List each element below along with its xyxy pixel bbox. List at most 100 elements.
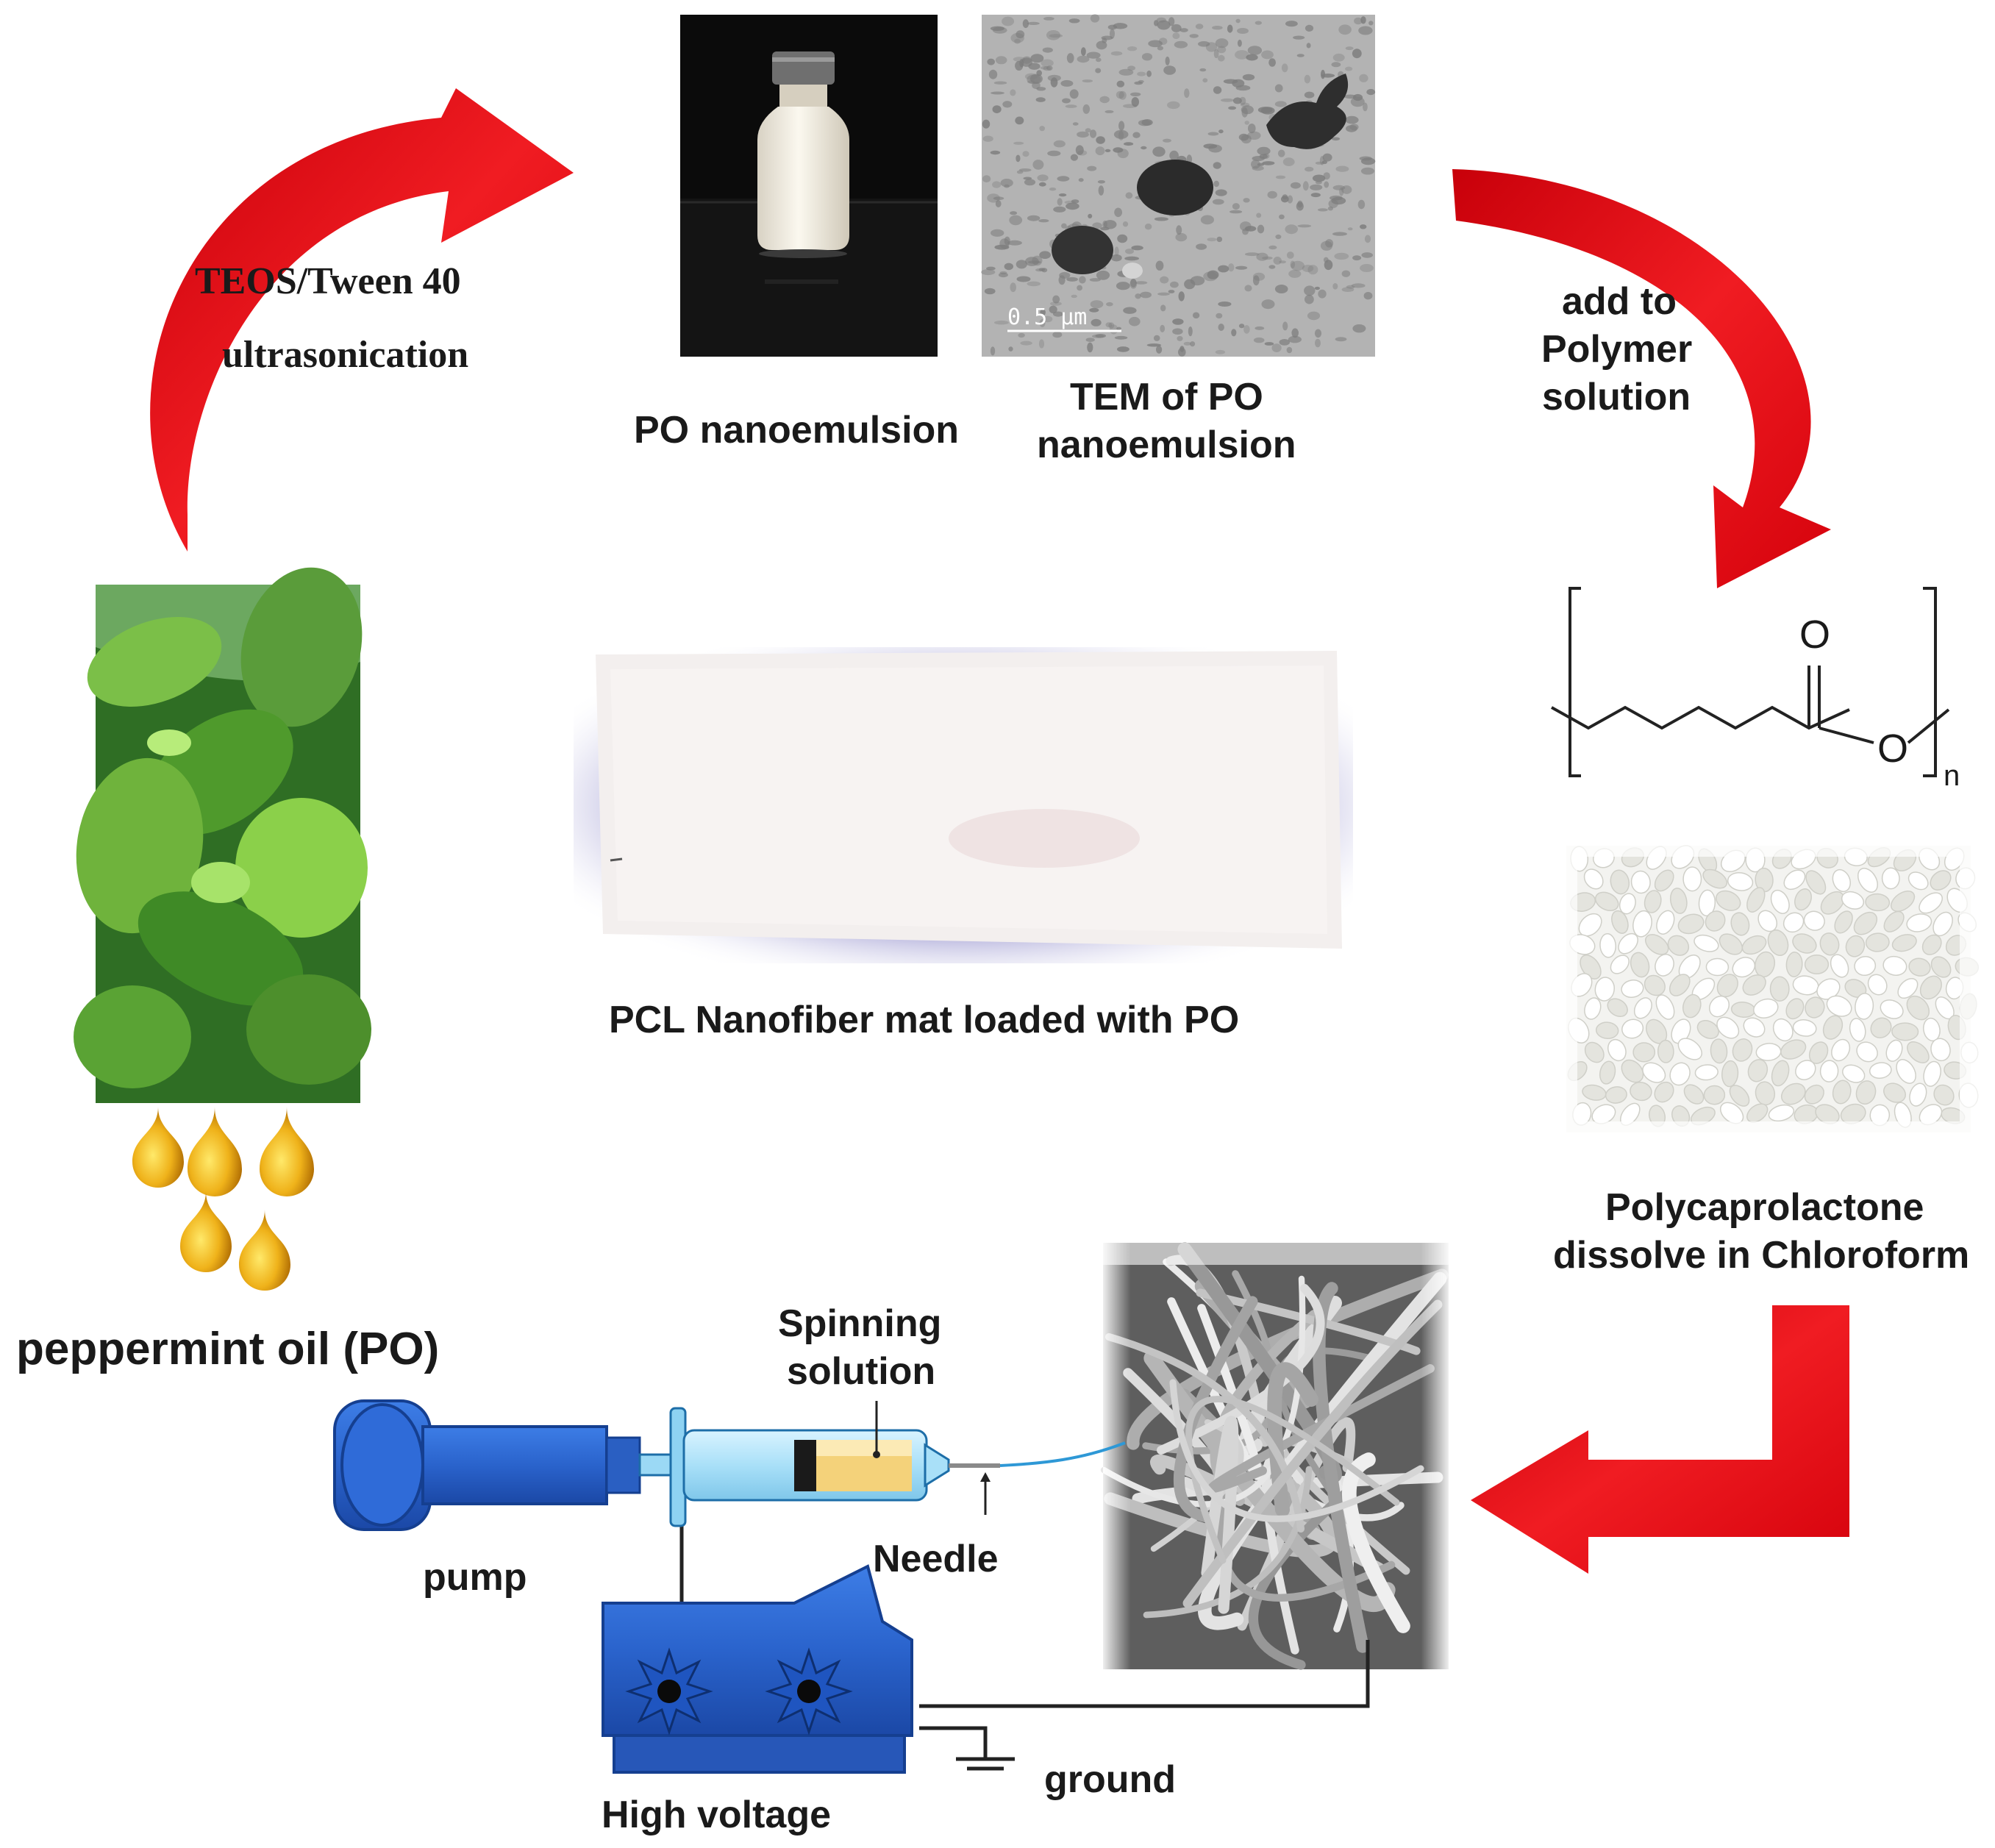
- tem-particle: [1099, 96, 1110, 104]
- pellet: [1805, 870, 1827, 895]
- tem-particle: [1279, 260, 1286, 264]
- tem-particle: [1223, 79, 1238, 84]
- tem-particle: [991, 229, 1004, 237]
- tem-particle: [1218, 302, 1232, 307]
- pellet: [1792, 1019, 1817, 1037]
- tem-particle: [992, 181, 1002, 188]
- tem-particle: [1352, 324, 1366, 333]
- pellet: [1826, 995, 1852, 1017]
- tem-particle: [1082, 104, 1091, 114]
- tem-particle: [1114, 246, 1119, 257]
- tem-particle: [1285, 224, 1298, 235]
- tem-particle: [1241, 105, 1254, 115]
- tem-particle: [1306, 43, 1311, 49]
- tem-particle: [1116, 282, 1130, 290]
- peppermint-caption: peppermint oil (PO): [16, 1324, 440, 1374]
- tem-particle: [1215, 349, 1226, 354]
- pellet: [1854, 956, 1877, 976]
- tem-particle: [1243, 325, 1250, 334]
- tem-particle: [1231, 329, 1237, 337]
- tem-particle: [1061, 223, 1067, 229]
- pellet: [1883, 910, 1905, 932]
- tem-particle: [1195, 24, 1204, 29]
- tem-particle: [1022, 151, 1029, 157]
- tem-particle: [1184, 88, 1190, 99]
- tem-particle: [1035, 97, 1046, 102]
- tem-particle: [1141, 146, 1147, 150]
- tem-particle: [1330, 195, 1343, 201]
- tem-particle: [1354, 17, 1363, 25]
- tem-particle: [999, 238, 1010, 249]
- tem-particle: [992, 105, 1002, 114]
- pellet: [1819, 1060, 1839, 1082]
- tem-particle: [1322, 153, 1332, 162]
- nanoemulsion-bottle-photo: [680, 15, 938, 357]
- pellet: [1919, 892, 1943, 914]
- nanoemulsion-caption: PO nanoemulsion: [634, 409, 960, 452]
- pellet: [1842, 1064, 1866, 1083]
- tem-particle: [1052, 331, 1063, 338]
- tem-particle: [1144, 224, 1152, 230]
- tem-particle: [1359, 74, 1368, 82]
- pump-body: [333, 1399, 641, 1531]
- spinning-solution-label-line1: Spinning: [778, 1302, 942, 1345]
- pellet: [1768, 1104, 1795, 1122]
- tem-particle: [1274, 101, 1287, 107]
- tem-particle: [1235, 18, 1241, 24]
- pellet: [1694, 934, 1719, 952]
- tem-particle: [1168, 290, 1175, 293]
- pellet: [1677, 1038, 1702, 1060]
- tem-particle: [1058, 193, 1067, 197]
- pellet: [1891, 1022, 1919, 1041]
- tem-particle: [1131, 245, 1143, 251]
- tem-particle: [1116, 346, 1129, 352]
- tem-particle: [1077, 131, 1089, 138]
- tem-particle: [1240, 221, 1252, 232]
- tem-particle: [1291, 260, 1305, 271]
- tem-particle: [1167, 101, 1180, 110]
- tem-particle: [1282, 321, 1288, 331]
- nanofiber-mat-photo: [574, 647, 1353, 963]
- tem-particle: [1130, 278, 1137, 288]
- pellet: [1832, 868, 1851, 893]
- tem-particle: [1015, 116, 1024, 125]
- tem-image: [981, 14, 1376, 357]
- tem-particle: [1096, 270, 1110, 280]
- tem-particle: [1154, 20, 1159, 26]
- pellet: [1705, 957, 1730, 977]
- tem-particle: [1262, 256, 1273, 260]
- pellet: [1578, 913, 1602, 937]
- tem-particle: [1079, 276, 1086, 284]
- pellet: [1780, 1039, 1807, 1060]
- tem-particle: [1027, 74, 1041, 85]
- tem-particle: [1290, 260, 1296, 268]
- tem-particle: [1256, 252, 1268, 261]
- tem-particle: [1013, 57, 1026, 62]
- tem-particle: [992, 26, 1007, 34]
- pellet: [1682, 866, 1702, 892]
- tem-particle: [1157, 46, 1163, 51]
- tem-particle: [1157, 20, 1171, 30]
- pellet: [1719, 1102, 1744, 1124]
- pellet: [1755, 1081, 1776, 1106]
- tem-particle: [1039, 126, 1045, 132]
- tem-particle: [1040, 66, 1049, 70]
- tem-particle: [1290, 182, 1301, 189]
- mat-caption: PCL Nanofiber mat loaded with PO: [609, 999, 1240, 1041]
- pellet: [1655, 994, 1675, 1020]
- tem-particle: [1092, 222, 1102, 229]
- tem-particle: [1078, 178, 1084, 182]
- tem-particle: [1127, 46, 1138, 51]
- tem-particle: [1066, 53, 1074, 63]
- tem-particle: [1116, 80, 1125, 88]
- tem-particle: [1038, 219, 1049, 223]
- tem-particle: [1368, 21, 1374, 26]
- step2-label-line2: Polymer: [1541, 328, 1693, 371]
- pellet: [1580, 955, 1602, 980]
- tem-particle: [1077, 285, 1082, 291]
- tem-particle: [1018, 332, 1025, 338]
- pellet: [1703, 1085, 1726, 1105]
- spinning-solution-label-line2: solution: [787, 1350, 936, 1393]
- tem-particle: [1071, 199, 1079, 204]
- pellet: [1785, 998, 1805, 1020]
